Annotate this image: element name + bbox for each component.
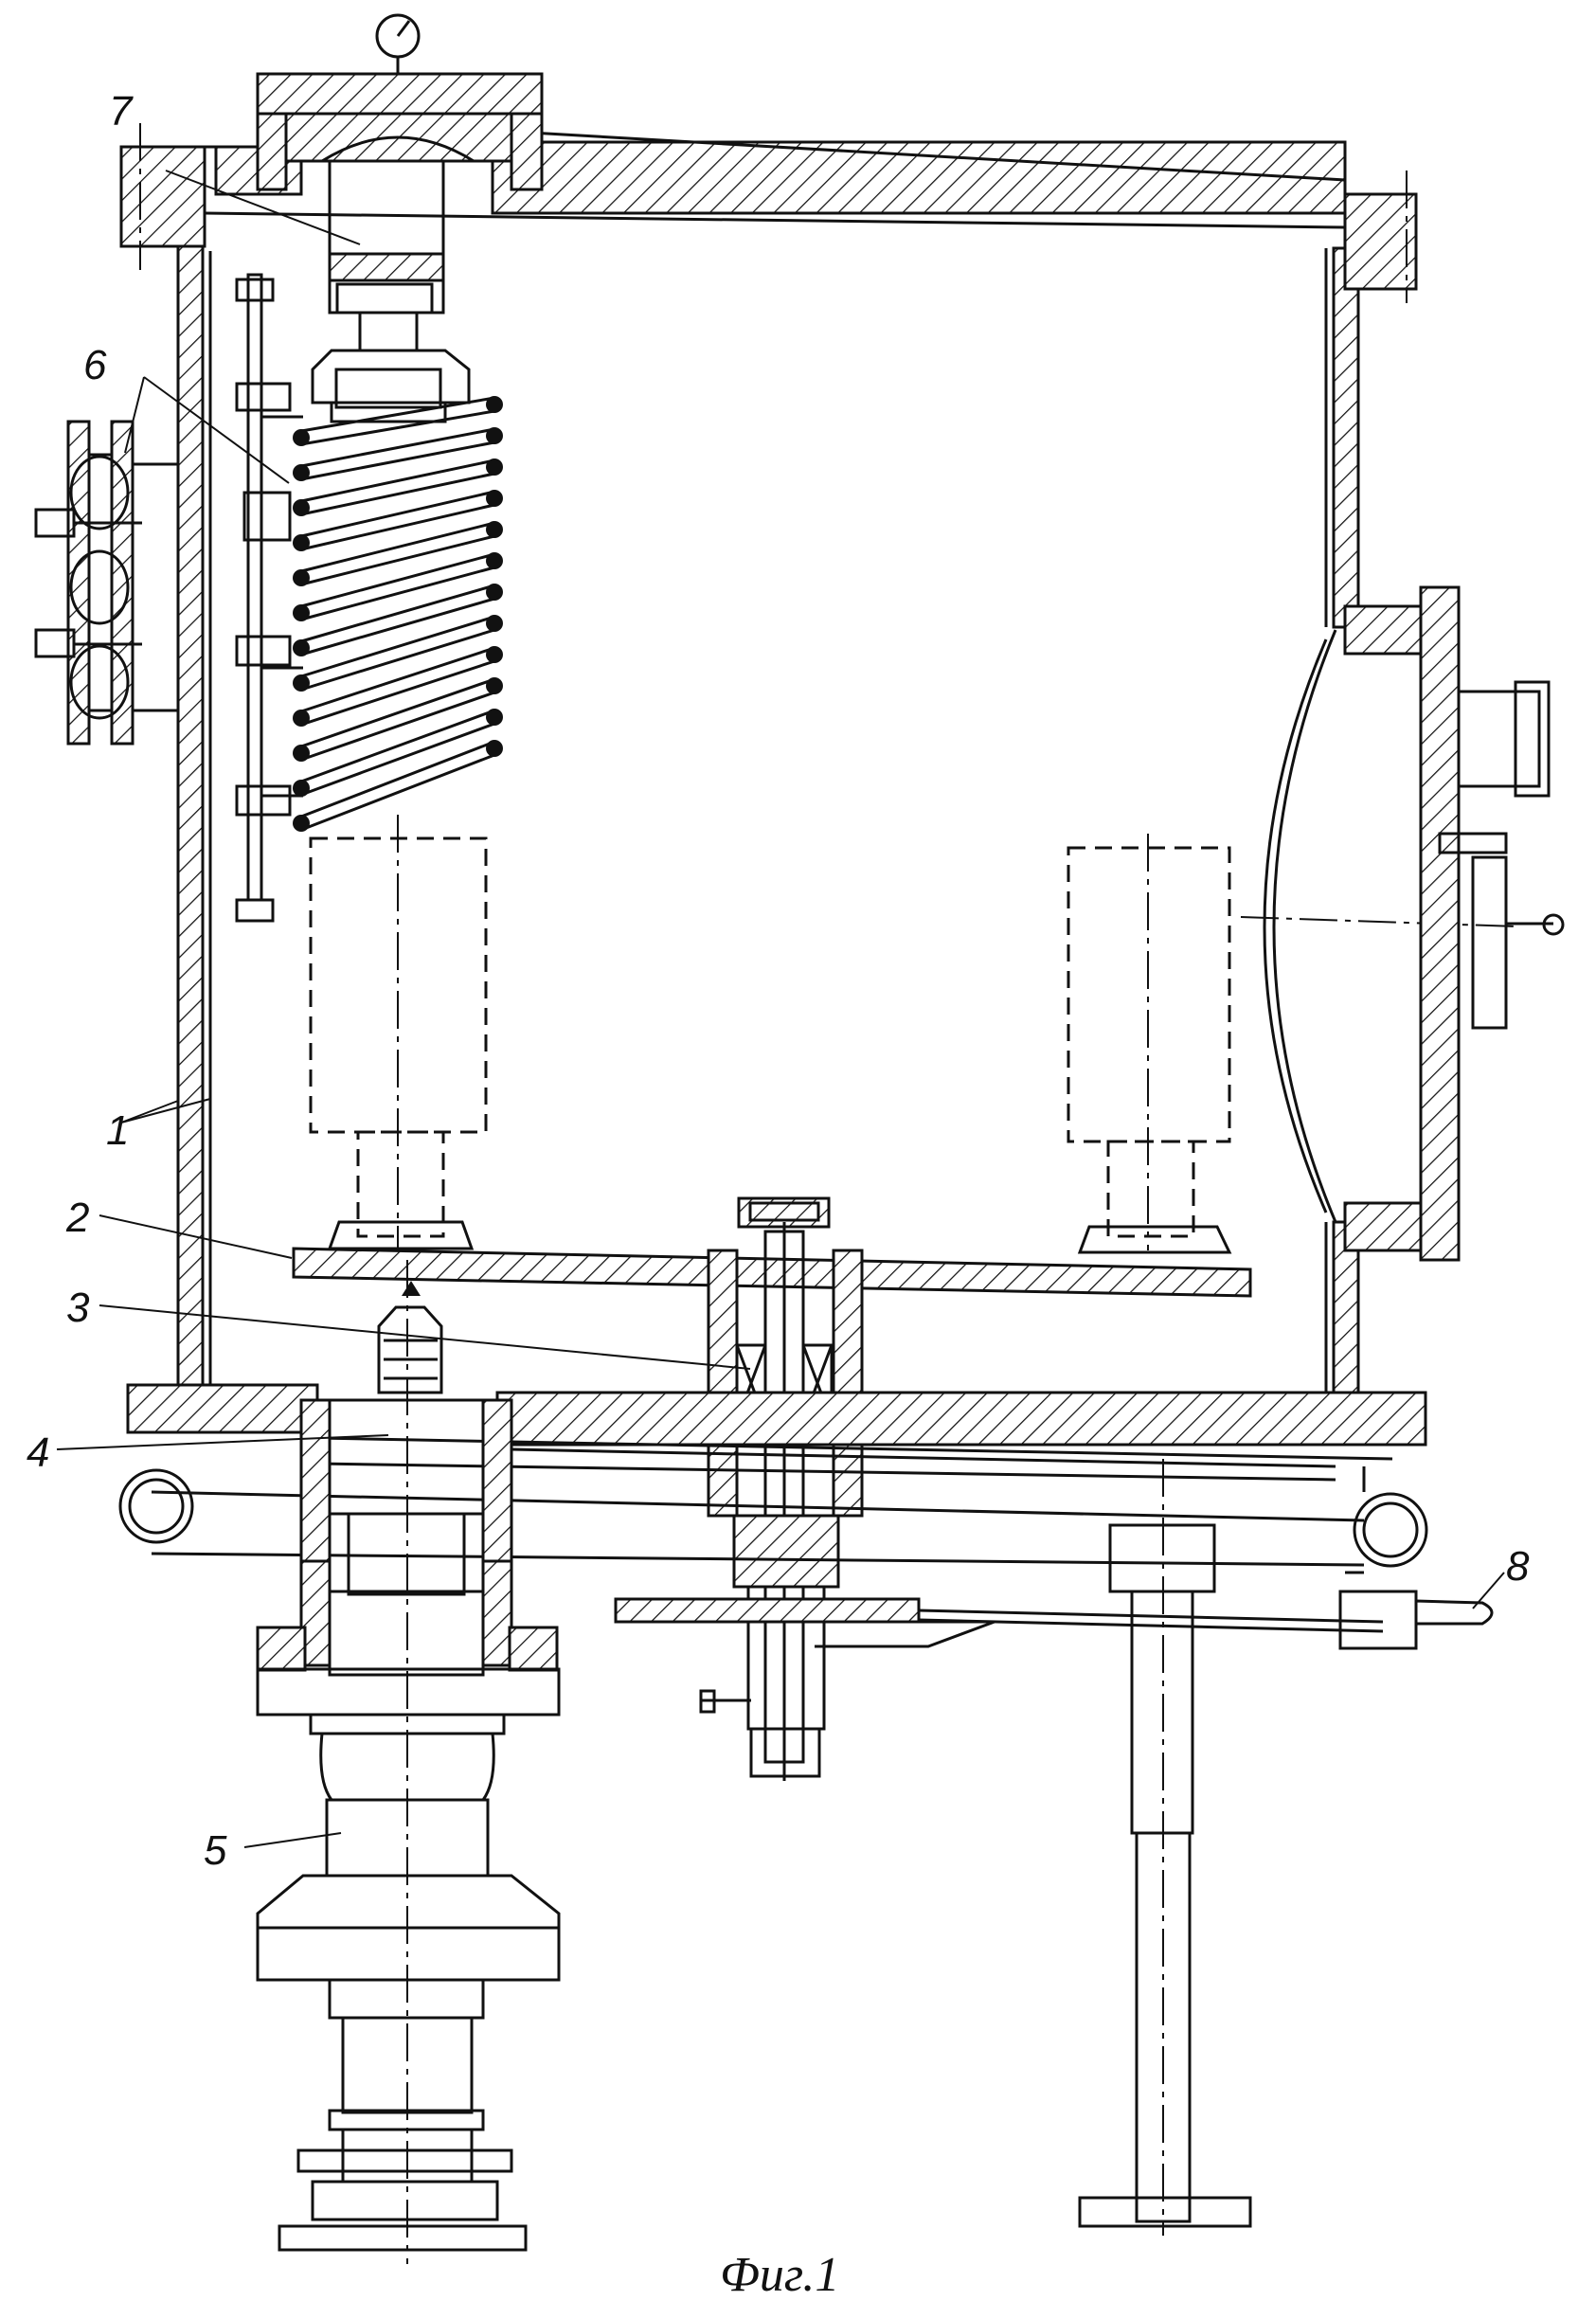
left-viewport	[36, 422, 178, 744]
coil-turn	[301, 429, 494, 479]
coil-section-dot	[293, 499, 310, 516]
coil-section-dot	[486, 646, 503, 663]
coil-section-dot	[486, 740, 503, 757]
coil-section-dot	[293, 464, 310, 481]
workpieces	[311, 815, 1515, 1250]
center-drive-shaft	[701, 1222, 862, 1781]
callout-3: 3	[66, 1285, 90, 1331]
coil-section-dot	[486, 677, 503, 694]
callout-2: 2	[65, 1195, 89, 1241]
coil-section-dot	[293, 710, 310, 727]
coil-turn	[301, 492, 494, 549]
coil-section-dot	[486, 458, 503, 476]
coil-section-dot	[293, 780, 310, 797]
coil-section-dot	[486, 584, 503, 601]
coil-section-dot	[486, 552, 503, 569]
coil-section-dot	[486, 396, 503, 413]
coil-section-dot	[293, 815, 310, 832]
callout-6: 6	[83, 342, 107, 388]
callout-4: 4	[27, 1429, 49, 1476]
callout-1: 1	[106, 1107, 129, 1154]
figure-caption: Фиг.1	[720, 2248, 839, 2301]
coil-turn	[301, 679, 494, 760]
callout-7: 7	[109, 88, 134, 135]
coil-section-dot	[293, 639, 310, 656]
coil-section-dot	[486, 709, 503, 726]
leader-lines	[57, 171, 1504, 1847]
coil-section-dot	[293, 604, 310, 621]
coil-section-dot	[486, 521, 503, 538]
coil-section-dot	[293, 745, 310, 762]
callout-5: 5	[204, 1827, 227, 1874]
top-shaft-assembly	[258, 15, 542, 422]
callout-8: 8	[1506, 1543, 1530, 1590]
coil-section-dot	[486, 490, 503, 507]
coil-section-dot	[293, 429, 310, 446]
coil-section-dot	[293, 569, 310, 586]
coil-section-dot	[293, 534, 310, 551]
coil-section-dot	[293, 674, 310, 692]
coil-turn	[301, 460, 494, 514]
coil-section-dot	[486, 427, 503, 444]
right-door	[1264, 587, 1563, 1260]
coil-section-dot	[486, 615, 503, 632]
heating-coil	[293, 396, 503, 832]
support-post	[1080, 1459, 1250, 2236]
turntable	[294, 1198, 1250, 1296]
coil-turn	[301, 585, 494, 655]
